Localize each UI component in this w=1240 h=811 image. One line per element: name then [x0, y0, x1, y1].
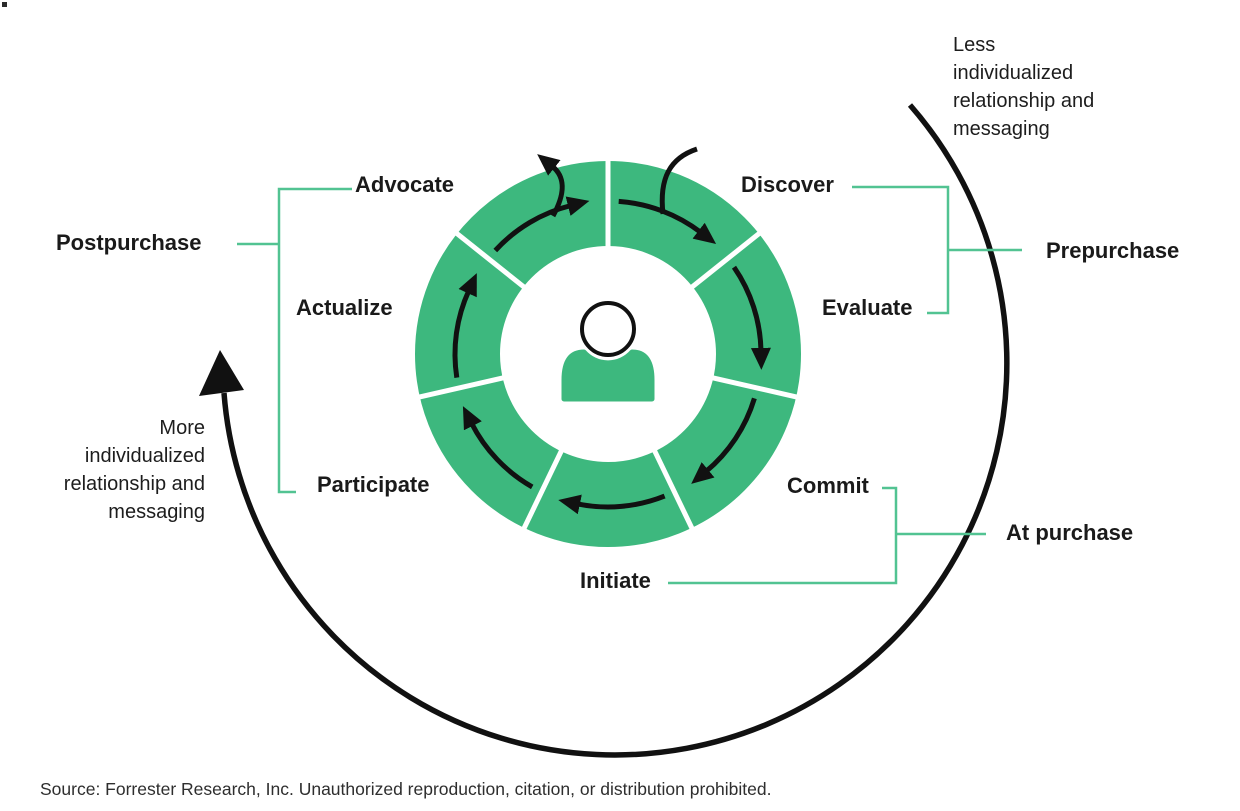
bracket-at-purchase [668, 486, 898, 585]
segment-divider [520, 446, 566, 533]
segment-divider [415, 374, 508, 401]
stage-label-participate: Participate [317, 472, 430, 497]
flow-arrow-participate [462, 406, 534, 490]
segment-divider [650, 446, 696, 533]
phase-label-postpurchase: Postpurchase [56, 230, 202, 255]
annotation-more-individualized: More individualized relationship and mes… [63, 417, 205, 523]
phase-label-at-purchase: At purchase [1006, 520, 1134, 545]
segment-divider [708, 374, 801, 401]
entry-arrow [659, 146, 698, 215]
segment-divider [452, 229, 529, 292]
flow-arrow-actualize [452, 273, 477, 378]
person-body [561, 349, 655, 402]
stage-label-actualize: Actualize [296, 295, 393, 320]
person-icon [561, 301, 655, 402]
flow-arrow-initiate [558, 493, 666, 515]
exit-arrow [537, 154, 565, 218]
bracket-postpurchase [277, 187, 352, 494]
spiral-arrow [221, 103, 1010, 758]
flow-arrow-commit [691, 397, 757, 484]
stage-label-evaluate: Evaluate [822, 295, 913, 320]
stage-label-discover: Discover [741, 172, 834, 197]
stray-mark [2, 2, 7, 7]
segment-divider [687, 229, 764, 292]
stage-label-commit: Commit [787, 473, 869, 498]
source-note: Source: Forrester Research, Inc. Unautho… [40, 779, 772, 799]
stage-label-initiate: Initiate [580, 568, 651, 593]
phase-label-prepurchase: Prepurchase [1046, 238, 1180, 263]
annotation-less-individualized: Less individualized relationship and mes… [953, 34, 1095, 140]
person-head [580, 301, 636, 357]
flow-arrow-advocate [493, 196, 590, 253]
spiral-arrowhead [199, 350, 244, 396]
flow-arrow-evaluate [731, 265, 771, 370]
stage-label-advocate: Advocate [355, 172, 455, 197]
